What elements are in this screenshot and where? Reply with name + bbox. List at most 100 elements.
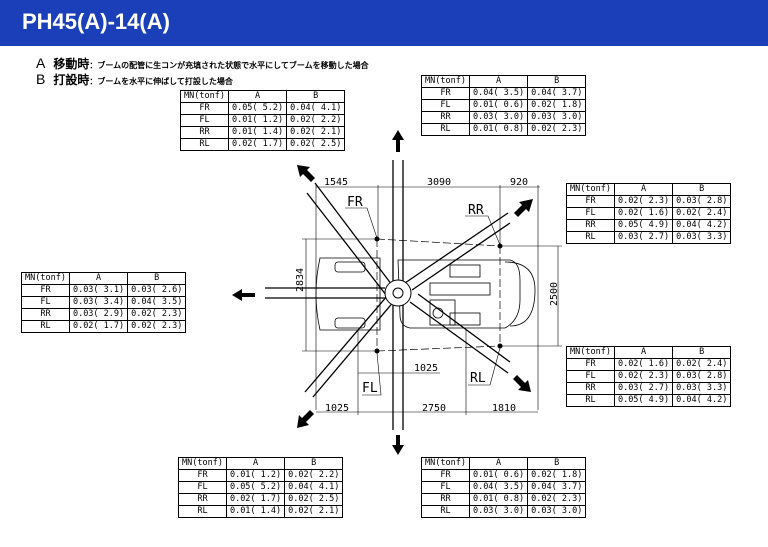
outrigger-label: FL xyxy=(180,114,229,127)
value-a: 0.01( 0.8) xyxy=(468,493,529,506)
outrigger-label: RL xyxy=(21,320,70,333)
outrigger-label: RR xyxy=(421,493,470,506)
header-mn: MN(tonf) xyxy=(421,75,470,88)
value-b: 0.02( 2.3) xyxy=(127,308,187,321)
outrigger-span-lines xyxy=(376,238,501,352)
outrigger-label: RL xyxy=(178,505,227,518)
value-a: 0.01( 1.4) xyxy=(227,126,288,139)
value-a: 0.03( 2.7) xyxy=(613,231,674,244)
value-a: 0.04( 3.5) xyxy=(468,87,529,100)
dim-1025: 1025 xyxy=(325,403,349,414)
value-b: 0.04( 3.7) xyxy=(527,87,587,100)
value-b: 0.02( 2.1) xyxy=(286,126,346,139)
value-a: 0.01( 1.2) xyxy=(227,114,288,127)
value-b: 0.04( 3.7) xyxy=(527,481,587,494)
value-b: 0.02( 2.3) xyxy=(527,493,587,506)
header-b: B xyxy=(672,183,732,196)
outrigger-label: RL xyxy=(566,231,615,244)
value-b: 0.04( 4.1) xyxy=(286,102,346,115)
header-mn: MN(tonf) xyxy=(178,457,227,470)
title-bar: PH45(A)-14(A) xyxy=(0,0,768,46)
outrigger-label: FL xyxy=(566,207,615,220)
outrigger-label: FR xyxy=(178,469,227,482)
value-a: 0.05( 5.2) xyxy=(225,481,286,494)
header-a: A xyxy=(468,457,529,470)
outrigger-label: RR xyxy=(421,111,470,124)
value-b: 0.02( 2.3) xyxy=(527,123,587,136)
value-b: 0.02( 2.4) xyxy=(672,358,732,371)
header-mn: MN(tonf) xyxy=(421,457,470,470)
value-a: 0.01( 0.6) xyxy=(468,99,529,112)
value-a: 0.01( 1.4) xyxy=(225,505,286,518)
dim-2834: 2834 xyxy=(295,268,306,292)
header-b: B xyxy=(672,346,732,359)
legend-desc: ：ブームを水平に伸ばして打設した場合 xyxy=(89,77,233,86)
legend-key: A xyxy=(36,55,46,71)
outrigger-label: FL xyxy=(421,481,470,494)
value-b: 0.04( 3.5) xyxy=(127,296,187,309)
value-a: 0.03( 2.9) xyxy=(68,308,129,321)
legend-term: 打設時 xyxy=(53,73,90,87)
value-b: 0.02( 2.1) xyxy=(284,505,344,518)
value-a: 0.02( 1.7) xyxy=(68,320,129,333)
outrigger-label: FR xyxy=(180,102,229,115)
outrigger-label: RR xyxy=(178,493,227,506)
value-a: 0.01( 1.2) xyxy=(225,469,286,482)
header-a: A xyxy=(468,75,529,88)
value-b: 0.02( 2.3) xyxy=(127,320,187,333)
value-b: 0.03( 2.6) xyxy=(127,284,187,297)
header-mn: MN(tonf) xyxy=(566,346,615,359)
page-title: PH45(A)-14(A) xyxy=(22,9,170,34)
value-a: 0.02( 2.3) xyxy=(613,370,674,383)
outrigger-label: FR xyxy=(566,358,615,371)
value-b: 0.02( 2.2) xyxy=(286,114,346,127)
value-b: 0.02( 2.2) xyxy=(284,469,344,482)
boom-pivot xyxy=(392,287,404,299)
boom-turret xyxy=(384,279,412,307)
value-b: 0.02( 2.5) xyxy=(286,138,346,151)
value-a: 0.03( 2.7) xyxy=(613,382,674,395)
dim-3090: 3090 xyxy=(427,177,451,188)
legend-desc: ：ブームの配管に生コンが充填された状態で水平にしてブームを移動した場合 xyxy=(89,61,369,70)
label-rr: RR xyxy=(468,203,484,218)
value-a: 0.03( 3.4) xyxy=(68,296,129,309)
value-a: 0.05( 4.9) xyxy=(613,219,674,232)
outrigger-label: FR xyxy=(21,284,70,297)
arrow-down-icon xyxy=(392,435,404,455)
value-a: 0.05( 5.2) xyxy=(227,102,288,115)
value-b: 0.04( 4.2) xyxy=(672,219,732,232)
value-b: 0.03( 3.3) xyxy=(672,231,732,244)
header-mn: MN(tonf) xyxy=(180,90,229,103)
dimension-lines xyxy=(302,185,562,415)
value-a: 0.02( 1.7) xyxy=(227,138,288,151)
arrow-up-icon xyxy=(392,130,404,152)
dim-2500: 2500 xyxy=(549,282,560,306)
arrow-ne-icon xyxy=(514,199,533,217)
